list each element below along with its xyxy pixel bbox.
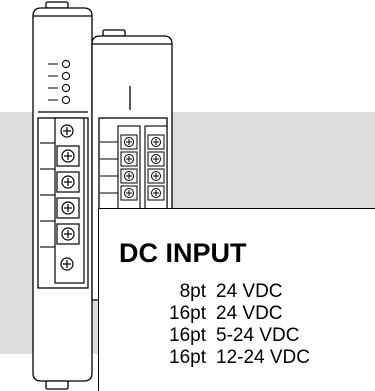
front-wire-leads bbox=[40, 142, 55, 248]
spec-row: 16pt 24 VDC bbox=[99, 303, 375, 327]
spec-voltage: 24 VDC bbox=[216, 281, 283, 302]
spec-voltage: 24 VDC bbox=[216, 303, 283, 324]
spec-points: 8pt bbox=[179, 281, 206, 302]
spec-row: 16pt 5-24 VDC bbox=[99, 325, 375, 349]
label-title: DC INPUT bbox=[119, 238, 247, 268]
module-spec-label: DC INPUT 8pt 24 VDC 16pt 24 VDC 16pt 5-2… bbox=[98, 208, 375, 391]
spec-points: 16pt bbox=[169, 325, 206, 346]
spec-voltage: 5-24 VDC bbox=[216, 325, 300, 346]
spec-row: 8pt 24 VDC bbox=[99, 281, 375, 305]
led-label-lines bbox=[48, 63, 58, 101]
rear-wire-leads bbox=[100, 141, 118, 194]
spec-row: 16pt 12-24 VDC bbox=[99, 347, 375, 371]
status-led-indicators bbox=[61, 59, 71, 105]
spec-voltage: 12-24 VDC bbox=[216, 347, 310, 368]
spec-points: 16pt bbox=[169, 347, 206, 368]
rear-terminal-screws bbox=[120, 134, 165, 201]
front-terminal-block bbox=[54, 117, 85, 284]
spec-points: 16pt bbox=[169, 303, 206, 324]
